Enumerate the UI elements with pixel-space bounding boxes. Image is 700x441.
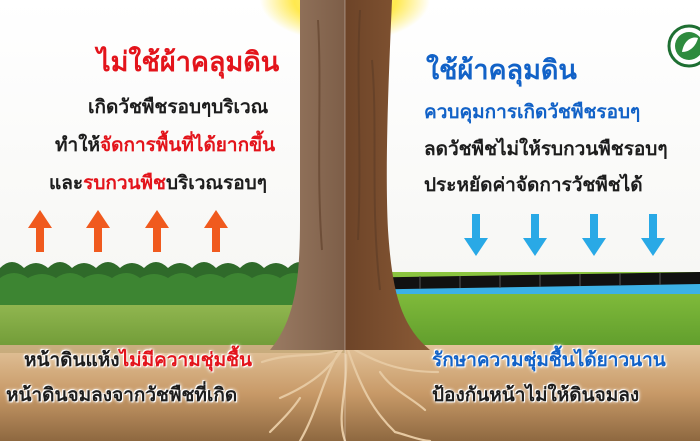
right-line-1: ควบคุมการเกิดวัชพืชรอบๆ bbox=[424, 101, 641, 123]
soil-layer bbox=[0, 345, 700, 441]
right-arrows-group bbox=[464, 214, 665, 256]
left-bottom-1-highlight: ไม่มีความชุ่มชื้น bbox=[119, 349, 253, 371]
right-bottom-line-1: รักษาความชุ่มชื้นได้ยาวนาน bbox=[432, 349, 666, 371]
left-title: ไม่ใช้ผ้าคลุมดิน bbox=[97, 47, 280, 78]
up-arrow-icon bbox=[145, 210, 169, 252]
left-arrows-group bbox=[28, 210, 228, 252]
tree-trunk-left bbox=[270, 0, 345, 350]
left-line-3-highlight: รบกวนพืช bbox=[83, 172, 166, 194]
left-line-2-prefix: ทำให้ bbox=[55, 134, 100, 156]
up-arrow-icon bbox=[28, 210, 52, 252]
up-arrow-icon bbox=[86, 210, 110, 252]
left-bottom-line-1: หน้าดินแห้งไม่มีความชุ่มชื้น bbox=[24, 345, 252, 375]
down-arrow-icon bbox=[641, 214, 665, 256]
left-line-2: ทำให้จัดการพื้นที่ได้ยากขึ้น bbox=[55, 130, 275, 160]
right-line-3: ประหยัดค่าจัดการวัชพืชได้ bbox=[424, 174, 643, 196]
right-bottom-line-2: ป้องกันหน้าไม่ให้ดินจมลง bbox=[432, 384, 640, 406]
left-bottom-line-2: หน้าดินจมลงจากวัชพืชที่เกิด bbox=[6, 384, 238, 406]
right-title: ใช้ผ้าคลุมดิน bbox=[426, 55, 577, 86]
tree-trunk-right bbox=[345, 0, 430, 350]
left-bottom-1-prefix: หน้าดินแห้ง bbox=[24, 349, 120, 371]
left-line-2-highlight: จัดการพื้นที่ได้ยากขึ้น bbox=[100, 134, 276, 156]
left-line-1: เกิดวัชพืชรอบๆบริเวณ bbox=[88, 96, 269, 118]
down-arrow-icon bbox=[523, 214, 547, 256]
down-arrow-icon bbox=[464, 214, 488, 256]
ground-cover-fabric bbox=[345, 272, 700, 290]
leaf-logo-icon bbox=[667, 24, 700, 68]
tree-roots bbox=[260, 343, 440, 441]
down-arrow-icon bbox=[582, 214, 606, 256]
left-line-3-prefix: และ bbox=[49, 172, 84, 194]
left-line-3-suffix: บริเวณรอบๆ bbox=[165, 172, 267, 194]
right-water-strip bbox=[345, 284, 700, 294]
right-line-2: ลดวัชพืชไม่ให้รบกวนพืชรอบๆ bbox=[424, 138, 668, 160]
up-arrow-icon bbox=[204, 210, 228, 252]
left-line-3: และรบกวนพืชบริเวณรอบๆ bbox=[49, 168, 267, 198]
